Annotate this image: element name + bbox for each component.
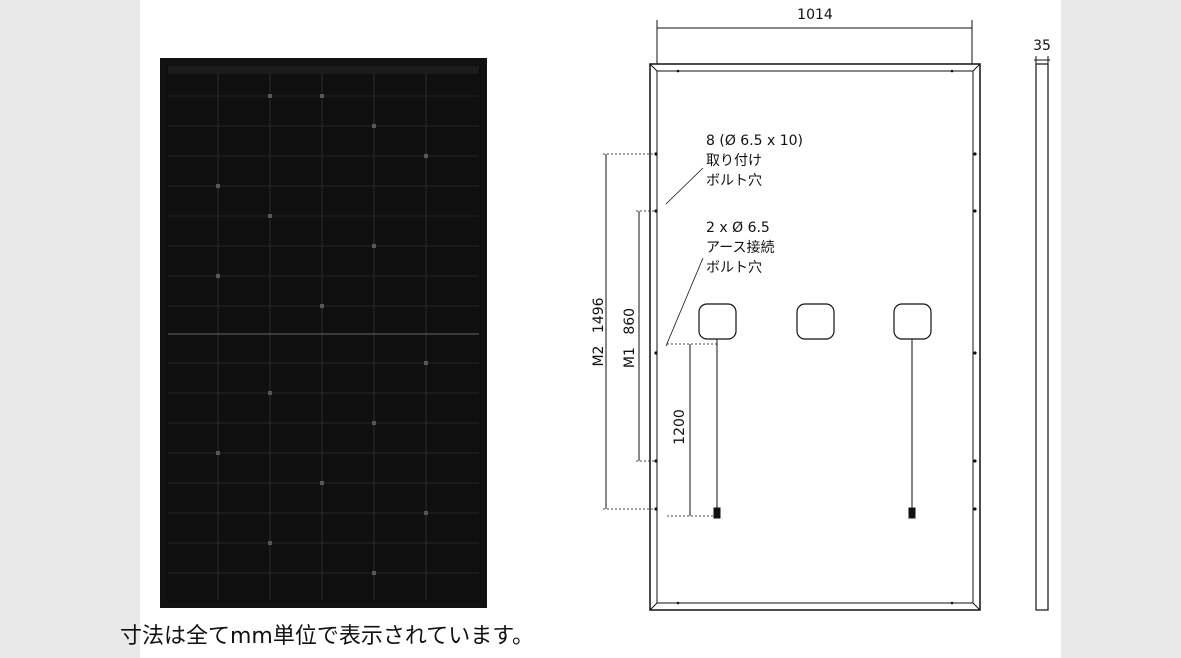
depth-dimension: 35: [1033, 38, 1051, 64]
panel-side-profile: [1035, 63, 1049, 611]
panel-frame: [649, 63, 981, 611]
solar-cell-grid: [168, 66, 479, 600]
cable-value: 1200: [672, 409, 688, 445]
m1-label: M1 860: [622, 308, 638, 368]
depth-value: 35: [1033, 38, 1051, 54]
cable-dimension: 1200: [667, 343, 717, 517]
m1-dimension: M1 860: [622, 210, 656, 462]
m2-dimension: M2 1496: [591, 153, 656, 510]
svg-text:2 x Ø 6.5: 2 x Ø 6.5: [706, 220, 770, 236]
svg-text:8 (Ø 6.5 x 10): 8 (Ø 6.5 x 10): [706, 133, 803, 149]
grounding-note: 2 x Ø 6.5 アース接続 ボルト穴: [665, 220, 774, 347]
m2-label: M2 1496: [591, 297, 607, 366]
caption: 寸法は全てmm単位で表示されています。: [120, 624, 535, 649]
solar-panel-photo: [160, 58, 487, 608]
svg-text:ボルト穴: ボルト穴: [706, 173, 762, 189]
svg-text:ボルト穴: ボルト穴: [706, 260, 762, 276]
mounting-note: 8 (Ø 6.5 x 10) 取り付け ボルト穴: [665, 133, 803, 205]
cables: [713, 339, 916, 519]
svg-text:アース接続: アース接続: [706, 239, 774, 256]
svg-text:取り付け: 取り付け: [706, 153, 762, 169]
width-dimension: 1014: [656, 7, 973, 64]
width-value: 1014: [797, 7, 833, 23]
junction-boxes: [698, 303, 932, 340]
